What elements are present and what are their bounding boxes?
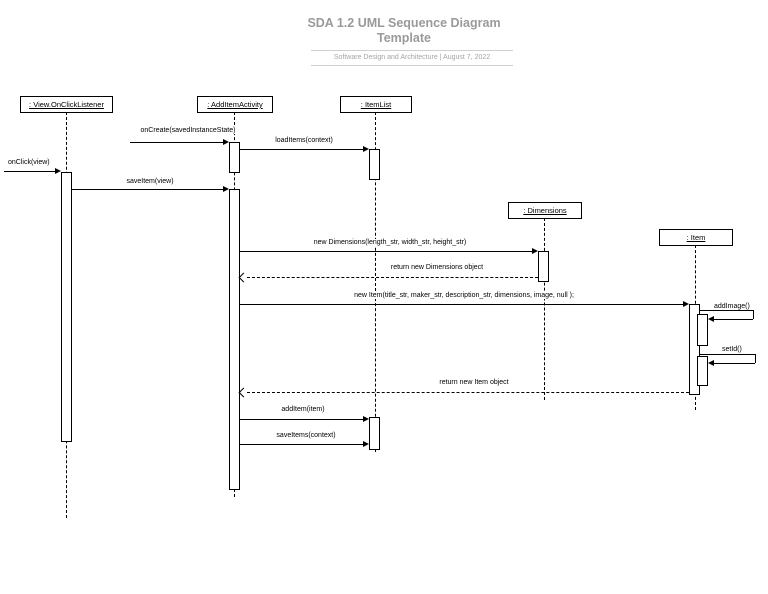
self-message-return-addimage	[714, 319, 753, 320]
message-line-saveitems	[240, 444, 363, 445]
lifeline-head-view-onclicklistener: : View.OnClickListener	[20, 96, 113, 113]
page-subtitle: Software Design and Architecture | Augus…	[333, 54, 491, 61]
lifeline-itemlist	[375, 112, 376, 452]
message-line-new-item	[240, 304, 683, 305]
message-line-additem	[240, 419, 363, 420]
message-label-saveitems: saveItems(context)	[274, 432, 338, 439]
message-label-saveitem: saveItem(view)	[124, 178, 176, 185]
message-label-new-dimensions: new Dimensions(length_str, width_str, he…	[311, 239, 469, 246]
arrowhead	[363, 416, 369, 422]
self-message-return-setid	[714, 363, 755, 364]
activation-item-setid	[697, 356, 708, 386]
activation-item	[689, 304, 700, 395]
self-message-side-setid	[755, 354, 756, 363]
arrowhead	[363, 146, 369, 152]
activation-additemactivity-oncreate	[229, 142, 240, 173]
message-label-return-item: return new Item object	[437, 379, 511, 386]
arrowhead	[683, 301, 689, 307]
message-label-loaditems: loadItems(context)	[273, 137, 335, 144]
lifeline-label: : View.OnClickListener	[29, 100, 104, 109]
message-line-return-dimensions	[247, 277, 538, 278]
self-message-out-setid	[700, 354, 755, 355]
message-label-new-item: new Item(title_str, maker_str, descripti…	[352, 292, 576, 299]
arrowhead	[708, 316, 714, 322]
lifeline-label: : Item	[686, 233, 706, 242]
page-title-line2: Template	[377, 31, 431, 45]
arrowhead	[363, 441, 369, 447]
lifeline-label: : Dimensions	[523, 206, 567, 215]
message-line-loaditems	[240, 149, 363, 150]
lifeline-head-additemactivity: : AddItemActivity	[197, 96, 273, 113]
activation-view-onclicklistener	[61, 172, 72, 442]
message-label-additem: addItem(item)	[279, 406, 327, 413]
lifeline-head-item: : Item	[659, 229, 733, 246]
message-line-onclick	[4, 171, 55, 172]
message-line-return-item	[247, 392, 689, 393]
message-label-oncreate: onCreate(savedInstanceState)	[138, 127, 238, 134]
activation-itemlist-additem	[369, 417, 380, 450]
header-divider-top	[311, 50, 513, 51]
arrowhead	[223, 186, 229, 192]
message-line-new-dimensions	[240, 251, 532, 252]
arrowhead	[55, 168, 61, 174]
lifeline-label: : AddItemActivity	[207, 100, 263, 109]
message-label-addimage: addImage()	[712, 303, 752, 310]
arrowhead	[532, 248, 538, 254]
arrowhead	[708, 360, 714, 366]
lifeline-label: : ItemList	[360, 100, 392, 109]
page-title: SDA 1.2 UML Sequence Diagram Template	[307, 16, 500, 46]
arrowhead	[223, 139, 229, 145]
lifeline-head-dimensions: : Dimensions	[508, 202, 582, 219]
activation-item-addimage	[697, 314, 708, 346]
activation-itemlist-loaditems	[369, 149, 380, 180]
arrowhead-open	[238, 387, 249, 398]
message-line-oncreate	[130, 142, 223, 143]
page-title-line1: SDA 1.2 UML Sequence Diagram	[307, 16, 501, 30]
lifeline-head-itemlist: : ItemList	[340, 96, 412, 113]
activation-dimensions	[538, 251, 549, 282]
message-label-onclick: onClick(view)	[6, 159, 52, 166]
message-label-setid: setId()	[720, 346, 744, 353]
header-divider-bottom	[311, 65, 513, 66]
activation-additemactivity-main	[229, 189, 240, 490]
message-line-saveitem	[72, 189, 223, 190]
self-message-side-addimage	[753, 310, 754, 319]
lifeline-dimensions	[544, 218, 545, 400]
arrowhead-open	[238, 272, 249, 283]
message-label-return-dimensions: return new Dimensions object	[388, 264, 486, 271]
self-message-out-addimage	[700, 310, 753, 311]
